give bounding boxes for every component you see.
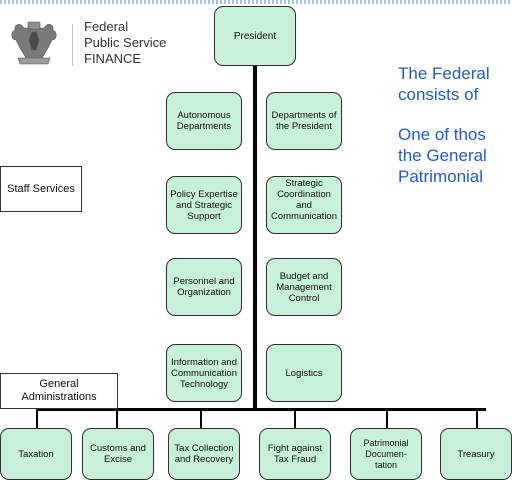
- taxation-label: Taxation: [18, 448, 54, 460]
- box-departments-president: Departments of the President: [266, 92, 342, 150]
- connector-patrimonial: [386, 408, 388, 428]
- departments-president-label: Departments of the President: [271, 110, 337, 132]
- customs-label: Customs and Excise: [90, 443, 146, 465]
- box-treasury: Treasury: [440, 428, 512, 480]
- box-autonomous-departments: Autonomous Departments: [166, 92, 242, 150]
- connector-treasury: [476, 408, 478, 428]
- box-taxation: Taxation: [0, 428, 72, 480]
- ict-label: Information and Communication Technology: [170, 356, 237, 390]
- box-tax-collection: Tax Collection and Recovery: [168, 428, 240, 480]
- president-label: President: [233, 30, 277, 42]
- horizontal-bus-connector: [36, 408, 486, 411]
- treasury-label: Treasury: [457, 448, 495, 460]
- connector-fight-fraud: [294, 408, 296, 428]
- connector-customs: [116, 408, 118, 428]
- patrimonial-label: Patrimonial Documen- tation: [363, 437, 409, 470]
- connector-tax-collection: [200, 408, 202, 428]
- staff-services-text: Staff Services: [7, 182, 75, 195]
- general-administrations-text: General Administrations: [21, 378, 97, 403]
- intro-line-1: The Federal: [398, 64, 490, 83]
- logo-divider: [72, 24, 73, 66]
- personnel-label: Personnel and Organization: [173, 276, 235, 298]
- strategic-label: Strategic Coordination and Communication: [271, 178, 337, 222]
- box-personnel: Personnel and Organization: [166, 258, 242, 316]
- policy-label: Policy Expertise and Strategic Support: [170, 188, 238, 222]
- organisation-name: Federal Public Service FINANCE: [84, 19, 166, 67]
- general-administrations-label: General Administrations: [0, 373, 118, 409]
- box-logistics: Logistics: [266, 344, 342, 402]
- intro-line-2: consists of: [398, 85, 479, 104]
- box-policy-expertise: Policy Expertise and Strategic Support: [166, 176, 242, 234]
- autonomous-label: Autonomous Departments: [176, 110, 232, 132]
- box-fight-fraud: Fight against Tax Fraud: [259, 428, 331, 480]
- top-dotted-rule: [0, 0, 512, 4]
- box-ict: Information and Communication Technology: [166, 344, 242, 402]
- tax-collection-label: Tax Collection and Recovery: [174, 443, 234, 465]
- org-line-1: Federal: [84, 19, 129, 34]
- budget-label: Budget and Management Control: [276, 270, 332, 304]
- fight-fraud-label: Fight against Tax Fraud: [267, 443, 323, 465]
- box-patrimonial: Patrimonial Documen- tation: [350, 428, 422, 480]
- intro-line-5: Patrimonial: [398, 167, 484, 186]
- intro-line-3: One of thos: [398, 125, 486, 144]
- belgian-coat-of-arms-icon: [11, 21, 57, 65]
- logistics-label: Logistics: [285, 367, 323, 379]
- box-president: President: [214, 6, 296, 66]
- org-line-3: FINANCE: [84, 51, 142, 66]
- box-budget: Budget and Management Control: [266, 258, 342, 316]
- box-customs: Customs and Excise: [82, 428, 154, 480]
- org-line-2: Public Service: [84, 35, 167, 50]
- connector-taxation: [36, 408, 38, 428]
- intro-line-4: the General: [398, 146, 487, 165]
- main-vertical-connector: [253, 66, 257, 410]
- staff-services-label: Staff Services: [0, 166, 82, 212]
- box-strategic-coordination: Strategic Coordination and Communication: [266, 176, 342, 234]
